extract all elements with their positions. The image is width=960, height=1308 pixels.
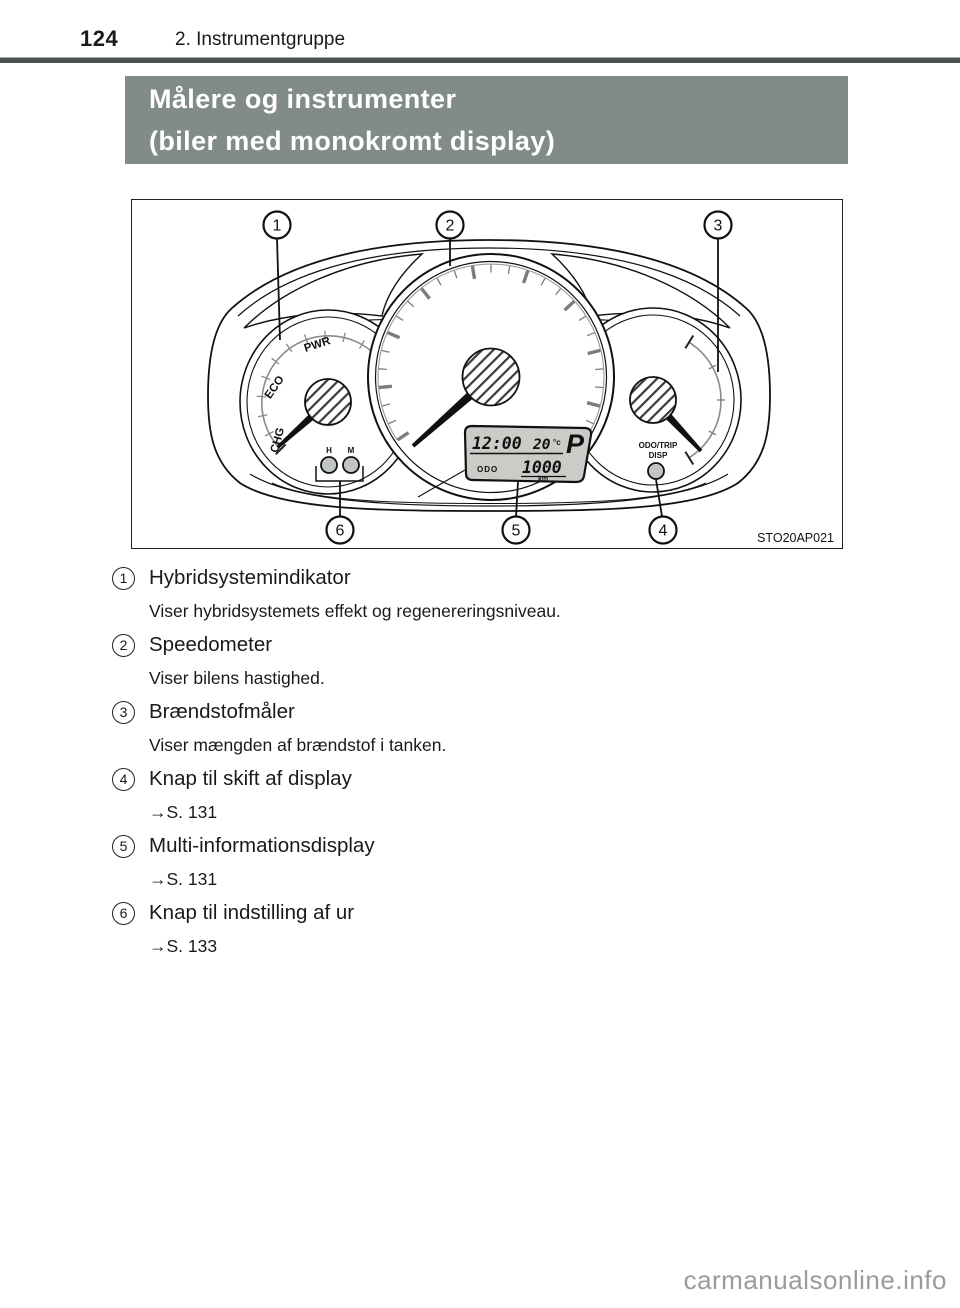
- callout-2: 2: [435, 210, 465, 240]
- legend-title-4: Knap til skift af display: [149, 767, 352, 790]
- legend-num-3: 3: [112, 700, 135, 724]
- hybrid-indicator-hub: [304, 378, 352, 426]
- callout-3: 3: [703, 210, 733, 240]
- hour-button-label: H: [326, 446, 332, 455]
- legend-desc-3: Viser mængden af brændstof i tanken.: [149, 735, 447, 755]
- section-title-line2: (biler med monokromt display): [149, 126, 556, 156]
- chapter-title: 2. Instrumentgruppe: [175, 29, 346, 50]
- instrument-cluster-diagram: PWR ECO CHG H M ODO/TRIP: [207, 210, 834, 545]
- lcd-time: 12:00: [472, 434, 522, 453]
- callout-markers: 1 2 3 6 5: [262, 210, 733, 545]
- svg-text:6: 6: [336, 523, 345, 540]
- hour-button: [320, 456, 338, 474]
- section-title-line1: Målere og instrumenter: [149, 84, 457, 114]
- legend-num-6: 6: [112, 901, 135, 925]
- legend-desc-4: →S. 131: [149, 802, 218, 822]
- svg-text:2: 2: [446, 218, 455, 235]
- legend-num-4: 4: [112, 767, 135, 791]
- watermark: carmanualsonline.info: [683, 1265, 947, 1295]
- legend-desc-2: Viser bilens hastighed.: [149, 668, 325, 688]
- callout-lines: [276, 238, 719, 517]
- lcd-odometer-value: 1000: [522, 458, 562, 477]
- legend-item-2: 2 Speedometer Viser bilens hastighed.: [112, 628, 852, 695]
- speedometer-gauge: [367, 253, 615, 501]
- legend-item-4: 4 Knap til skift af display →S. 131: [112, 762, 852, 829]
- disp-label: DISP: [649, 451, 668, 460]
- svg-text:1: 1: [273, 218, 282, 235]
- legend-item-5: 5 Multi-informationsdisplay →S. 131: [112, 829, 852, 896]
- legend-title-1: Hybridsystemindikator: [149, 566, 351, 589]
- lcd-temperature-unit: °c: [553, 438, 561, 447]
- legend-item-1: 1 Hybridsystemindikator Viser hybridsyste…: [112, 561, 852, 628]
- fuel-gauge-hub: [629, 376, 677, 424]
- odo-trip-label: ODO/TRIP: [639, 441, 678, 450]
- callout-1: 1: [262, 210, 292, 240]
- legend-title-3: Brændstofmåler: [149, 700, 295, 723]
- legend-num-2: 2: [112, 633, 135, 657]
- page-number: 124: [80, 26, 119, 51]
- header-rule: [0, 57, 960, 63]
- section-title-banner: Målere og instrumenter (biler med monokr…: [125, 76, 848, 164]
- legend-item-6: 6 Knap til indstilling af ur →S. 133: [112, 896, 852, 963]
- callout-5: 5: [501, 515, 531, 545]
- legend-list: 1 Hybridsystemindikator Viser hybridsyste…: [112, 561, 852, 963]
- legend-item-3: 3 Brændstofmåler Viser mængden af brændst…: [112, 695, 852, 762]
- minute-button-label: M: [348, 446, 355, 455]
- legend-num-5: 5: [112, 834, 135, 858]
- lcd-gear-indicator: P: [566, 429, 585, 459]
- lcd-odometer-unit: km: [538, 476, 548, 483]
- speedometer-hub: [461, 347, 521, 407]
- svg-text:3: 3: [714, 218, 723, 235]
- legend-desc-1: Viser hybridsystemets effekt og regenere…: [149, 601, 561, 621]
- legend-num-1: 1: [112, 566, 135, 590]
- callout-6: 6: [325, 515, 355, 545]
- multi-information-display: 12:00 20 °c P ODO 1000 km: [463, 424, 593, 484]
- legend-desc-5: →S. 131: [149, 869, 218, 889]
- instrument-cluster-figure: PWR ECO CHG H M ODO/TRIP: [131, 199, 843, 549]
- lcd-odometer-label: ODO: [477, 465, 498, 474]
- svg-text:5: 5: [512, 523, 521, 540]
- legend-title-2: Speedometer: [149, 633, 273, 656]
- callout-4: 4: [648, 515, 678, 545]
- figure-code: STO20AP021: [757, 531, 834, 545]
- minute-button: [342, 456, 360, 474]
- legend-title-6: Knap til indstilling af ur: [149, 901, 355, 924]
- lcd-temperature: 20: [532, 437, 551, 453]
- svg-text:4: 4: [659, 523, 668, 540]
- legend-title-5: Multi-informationsdisplay: [149, 834, 375, 857]
- legend-desc-6: →S. 133: [149, 936, 218, 956]
- odo-trip-disp-button: [647, 462, 665, 480]
